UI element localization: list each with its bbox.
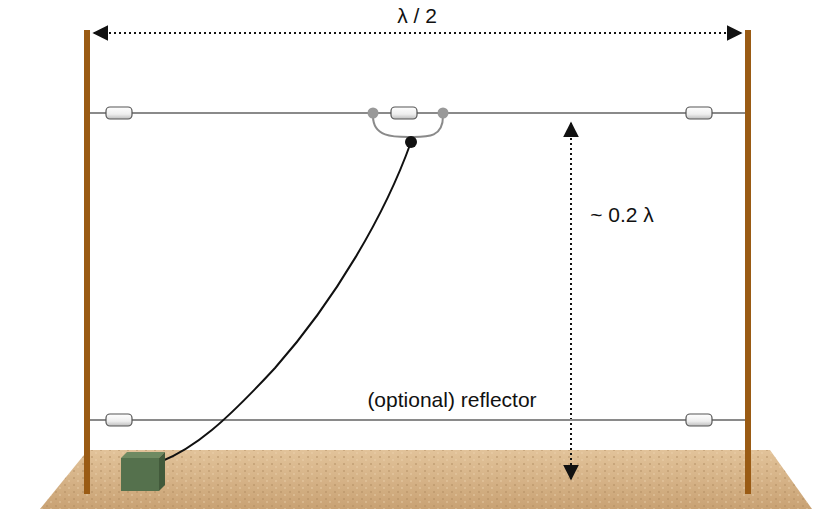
dimension-label: ~ 0.2 λ: [590, 203, 654, 226]
pole: [84, 30, 90, 494]
dimension-arrow: [570, 123, 572, 479]
dimension-label: λ / 2: [397, 4, 437, 27]
balun-junction: [405, 136, 417, 148]
ground: [40, 450, 812, 509]
insulator: [106, 107, 712, 426]
transceiver-box: [121, 452, 165, 491]
feed-cable: [160, 142, 411, 462]
terminal: [438, 108, 449, 119]
reflector-wire: [90, 419, 745, 421]
terminal: [368, 108, 379, 119]
pole: [745, 30, 751, 494]
dimension-arrow: [94, 32, 741, 34]
part-label: (optional) reflector: [367, 388, 536, 411]
